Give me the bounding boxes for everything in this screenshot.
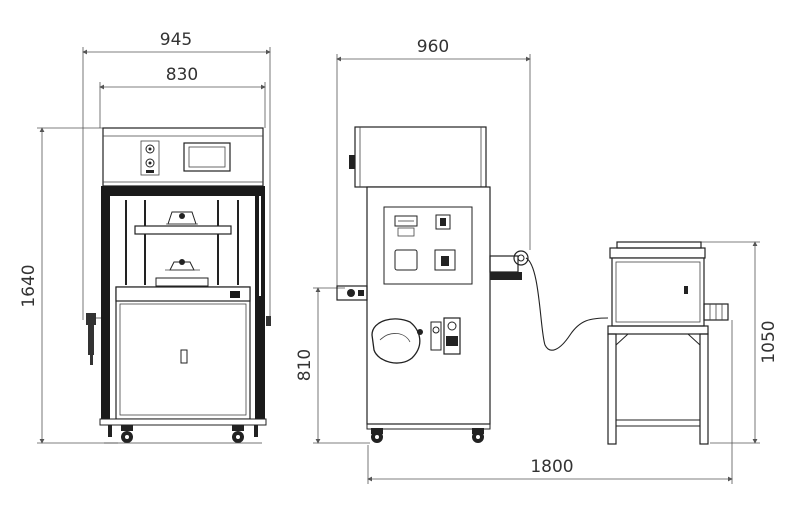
connecting-cable [525, 257, 609, 351]
side-main-body [366, 186, 491, 425]
dimension-945: 945 [82, 30, 271, 320]
unit-latch [684, 286, 688, 294]
cabinet-handle [180, 349, 188, 364]
side-indicator-lamp [349, 155, 355, 169]
upper-tool [166, 211, 198, 225]
dimension-960-label: 960 [417, 37, 449, 57]
dimension-810-label: 810 [295, 349, 315, 381]
dimension-1640-label: 1640 [19, 264, 39, 307]
unit-stand [607, 325, 709, 445]
dimension-1050-label: 1050 [759, 320, 779, 363]
side-switch-shelf [336, 285, 368, 301]
base-cabinet [115, 286, 251, 420]
unit-housing [611, 257, 705, 327]
conveyor-unit: 1050 [607, 241, 779, 445]
dimension-1640: 1640 [19, 127, 118, 444]
pneumatic-panel [383, 206, 473, 285]
frame-top-bar [101, 186, 265, 196]
upper-platen [134, 225, 232, 235]
touch-screen [183, 142, 231, 172]
frame-left-post [101, 186, 110, 423]
unit-lid [616, 241, 702, 249]
dimension-1800: 1800 [367, 320, 733, 484]
lower-fixture [155, 259, 209, 287]
side-view: 960 810 [295, 37, 609, 444]
air-gun [86, 313, 101, 365]
air-regulator [371, 317, 461, 364]
control-knobs [140, 140, 160, 176]
dimension-960: 960 [336, 37, 531, 290]
dimension-810: 810 [295, 287, 370, 444]
side-bracket [266, 316, 271, 326]
front-view: 945 830 1640 [19, 30, 271, 444]
dimension-945-label: 945 [160, 30, 192, 50]
frame-right-post [255, 186, 265, 423]
dimension-1800-label: 1800 [530, 457, 573, 477]
side-upper-housing [354, 126, 487, 188]
dimension-830-label: 830 [166, 65, 198, 85]
front-casters [99, 418, 267, 444]
press-guide-rods [125, 200, 239, 285]
dimension-830: 830 [99, 65, 266, 128]
conveyor-outlet [489, 250, 529, 280]
front-control-panel [102, 127, 264, 187]
side-casters [366, 423, 491, 443]
emergency-stop [230, 291, 240, 298]
